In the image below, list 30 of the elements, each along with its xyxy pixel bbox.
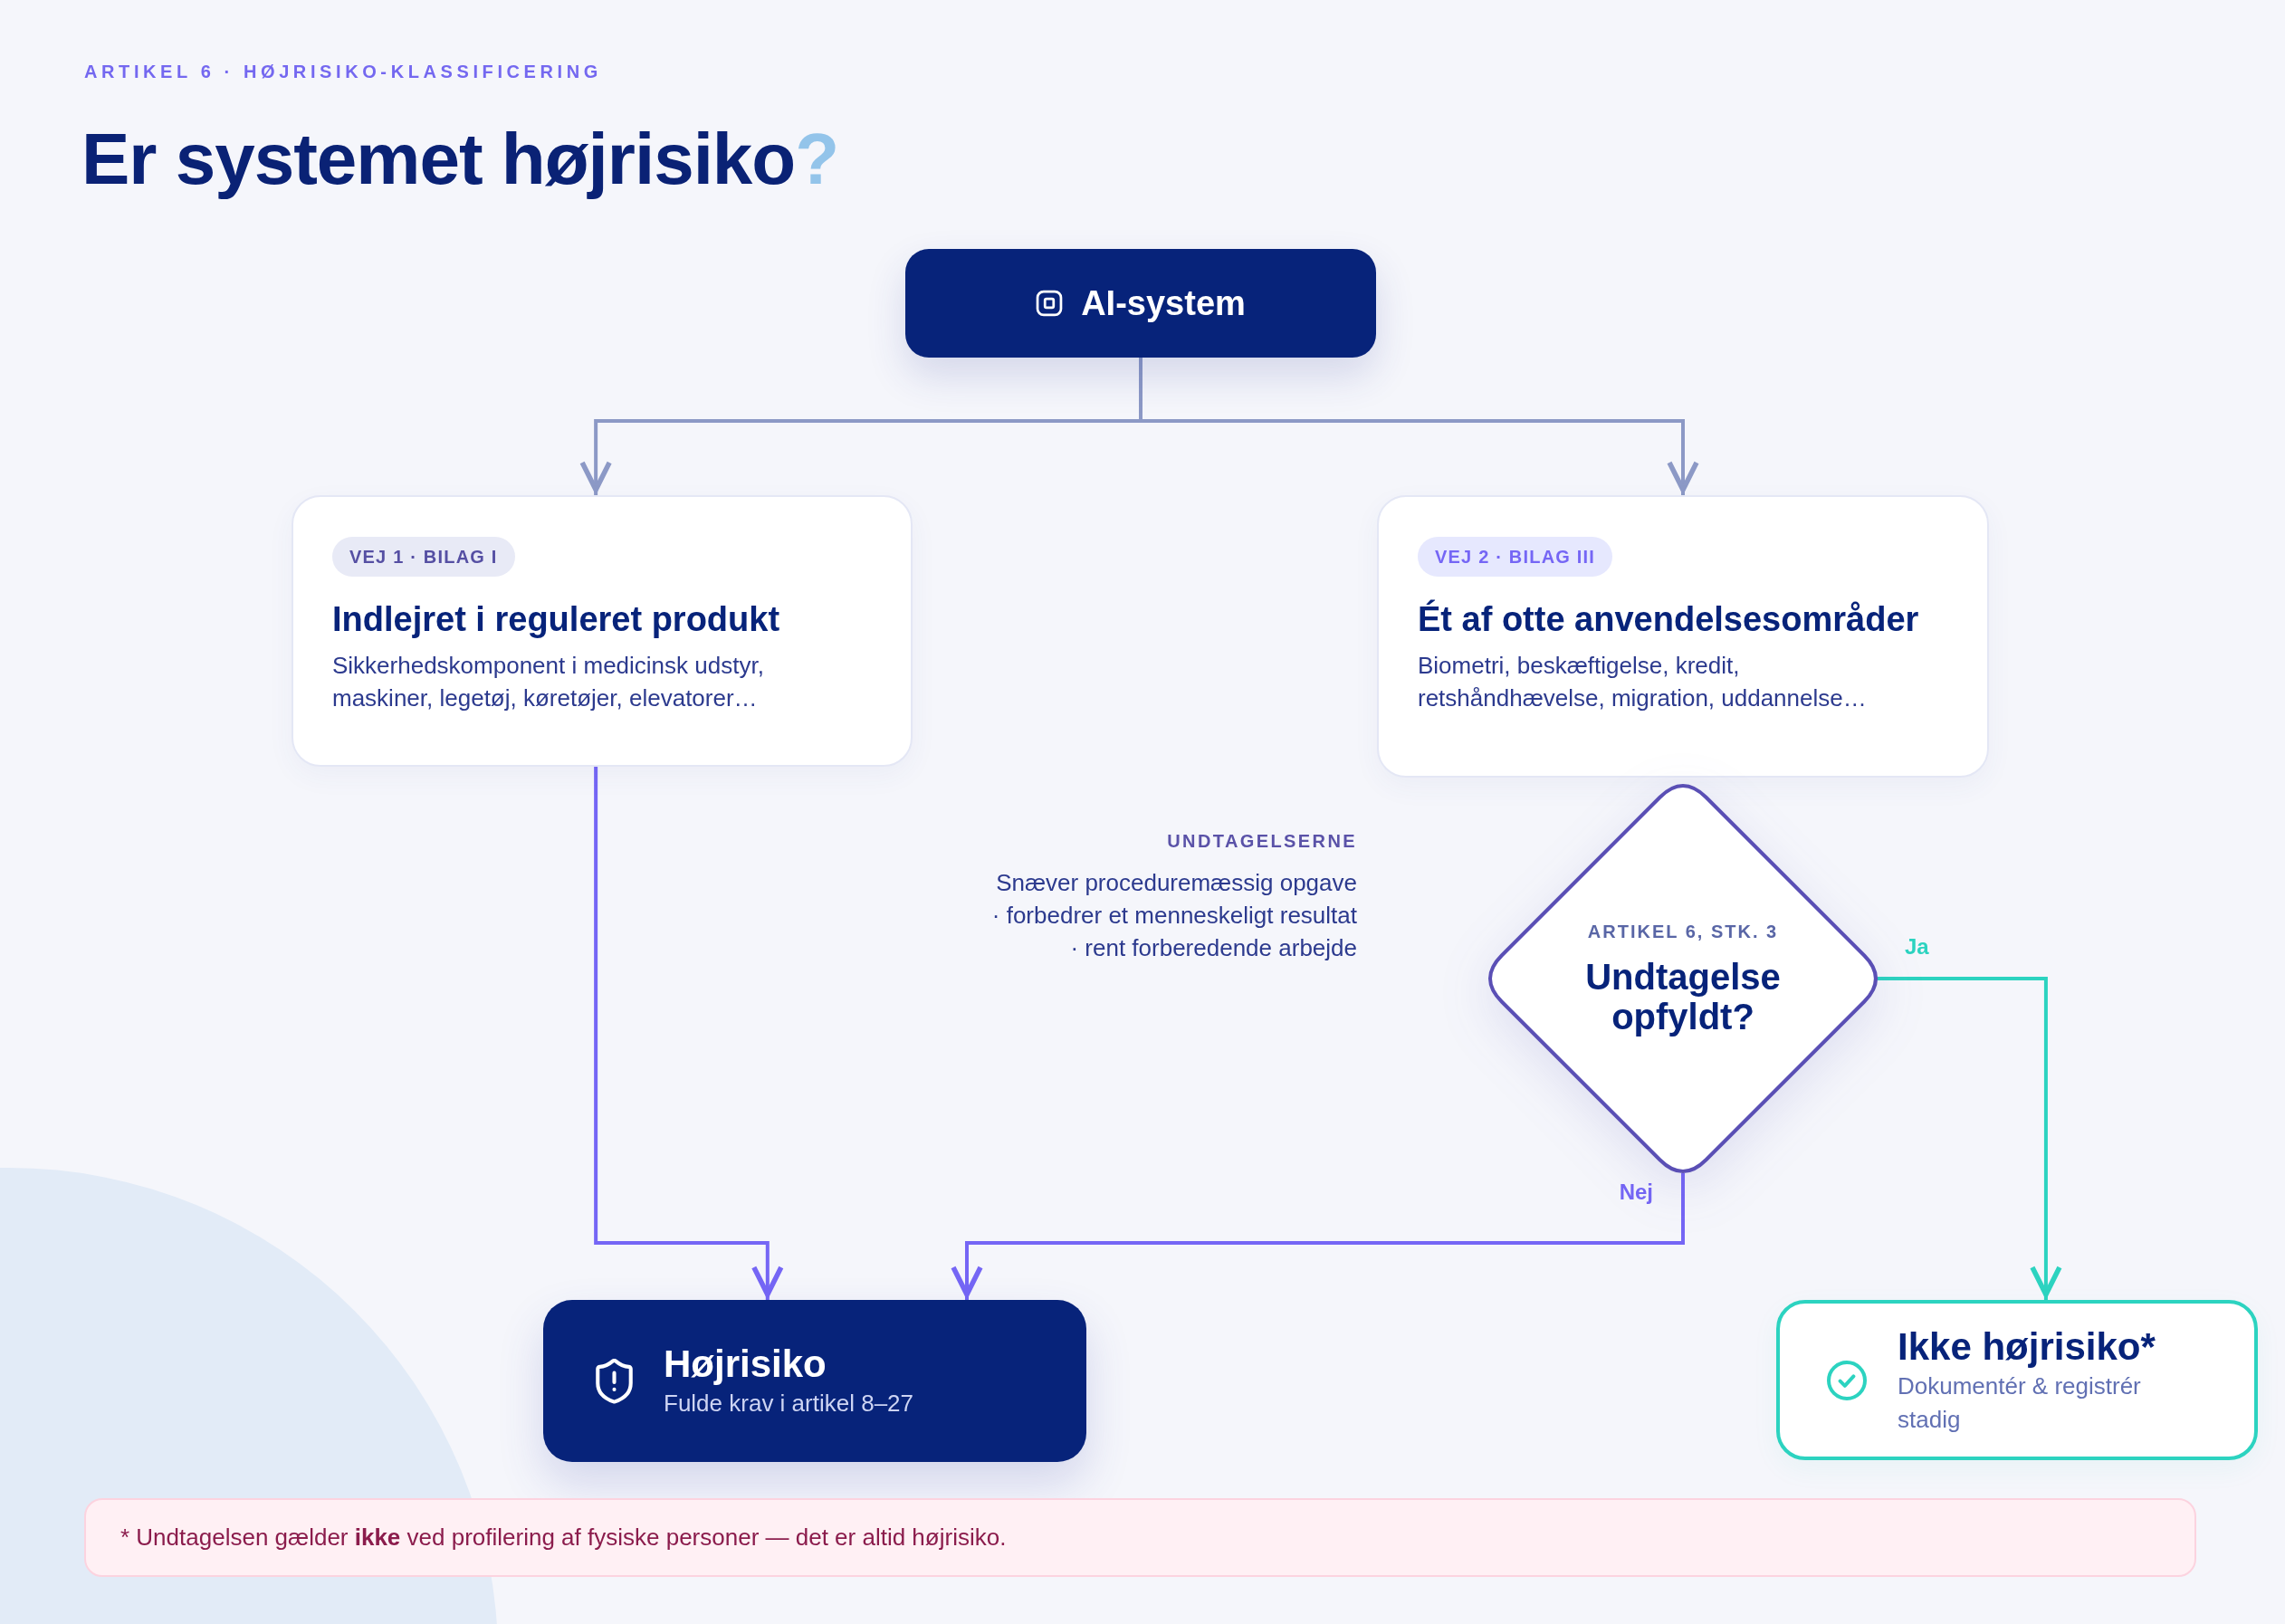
- connector-arrow: [594, 767, 784, 1300]
- decision-reference: ARTIKEL 6, STK. 3: [1587, 921, 1779, 942]
- section-heading: UNDTAGELSERNE: [1167, 831, 1357, 852]
- start-box: [905, 249, 1376, 358]
- info-card: [292, 495, 913, 767]
- card-heading: Ét af otte anvendelsesområder: [1418, 598, 1919, 640]
- category-badge: VEJ 2 · BILAG III: [1418, 537, 1613, 577]
- result-description: Fulde krav i artikel 8–27: [664, 1389, 914, 1419]
- footnote-box: [84, 1498, 2196, 1577]
- category-badge: VEJ 1 · BILAG I: [332, 537, 515, 577]
- eyebrow-text: ARTIKEL 6 · HØJRISIKO-KLASSIFICERING: [84, 62, 602, 82]
- result-heading: Højrisiko: [664, 1342, 827, 1387]
- result-description: Dokumentér & registrér stadig: [1898, 1371, 2142, 1435]
- decision-diamond: [1488, 784, 1878, 1173]
- connector-arrow: [1878, 977, 2062, 1300]
- result-box: [543, 1300, 1086, 1462]
- card-description: Biometri, beskæftigelse, kredit, retshåndhævelse, migration, uddannelse…: [1418, 651, 1868, 713]
- result-box: [1776, 1300, 2258, 1460]
- connector-arrow: [951, 1173, 1685, 1300]
- list-item: Snæver proceduremæssig opgave: [996, 868, 1357, 898]
- card-heading: Indlejret i reguleret produkt: [332, 599, 780, 640]
- node-label: AI-system: [1081, 283, 1246, 323]
- list-item: · rent forberedende arbejde: [1070, 933, 1357, 963]
- page-title: Er systemet højrisiko?: [81, 118, 839, 201]
- result-heading: Ikke højrisiko*: [1898, 1323, 2156, 1370]
- card-description: Sikkerhedskomponent i medicinsk udstyr, maskiner, legetøj, køretøjer, elevatorer…: [332, 651, 765, 713]
- info-card: [1377, 495, 1989, 778]
- decision-question: Undtagelse opfyldt?: [1584, 956, 1782, 1036]
- footnote-text: * Undtagelsen gælder ikke ved profilering af fysiske personer — det er altid højrisiko.: [120, 1524, 1007, 1552]
- list-item: · forbedrer et menneskeligt resultat: [991, 901, 1357, 931]
